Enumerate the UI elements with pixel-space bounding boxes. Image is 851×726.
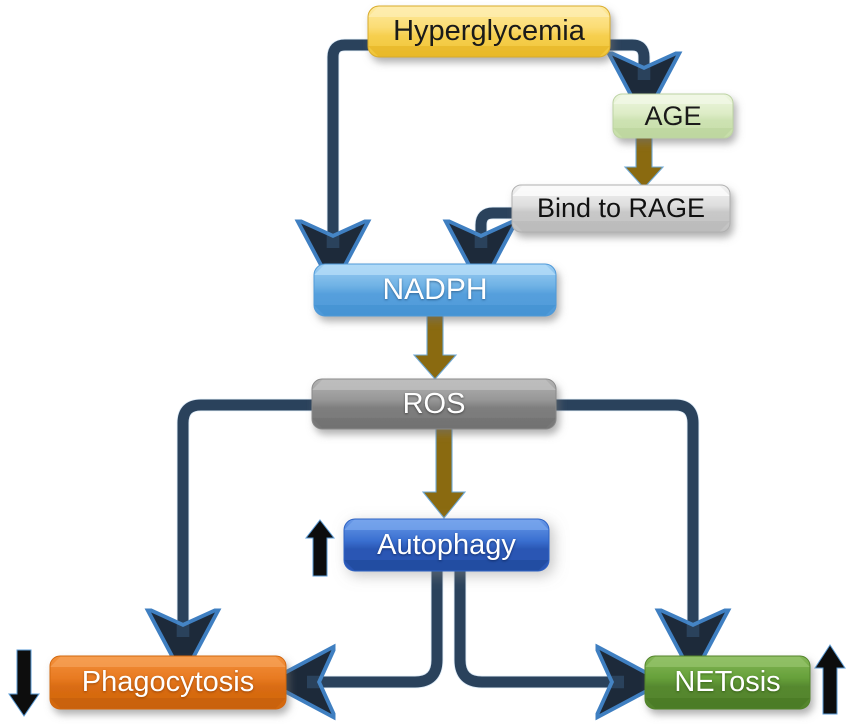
node-hyperglycemia[interactable] — [367, 5, 611, 58]
edge-ros-to-phagocytosis — [183, 399, 316, 637]
phagocytosis-down-indicator-icon — [8, 649, 40, 717]
edge-hyperglycemia-to-nadph — [333, 39, 372, 248]
node-shapes — [49, 5, 811, 710]
node-phagocytosis[interactable] — [49, 655, 287, 710]
autophagy-up-indicator-icon — [304, 519, 336, 577]
edge-hyperglycemia-to-age — [606, 39, 644, 80]
node-autophagy[interactable] — [343, 518, 550, 572]
edge-bind-to-rage-to-nadph — [481, 207, 516, 248]
indicator-arrows — [8, 519, 846, 717]
node-ros[interactable] — [311, 378, 557, 430]
node-nadph[interactable] — [313, 263, 557, 317]
connector-highlight — [176, 38, 700, 689]
brown-arrows — [412, 135, 665, 519]
arrow-ros-to-autophagy — [421, 426, 467, 519]
edge-autophagy-to-netosis — [454, 567, 624, 682]
arrow-nadph-to-ros — [412, 313, 458, 380]
edge-autophagy-to-phagocytosis — [307, 567, 443, 682]
netosis-up-indicator-icon — [814, 644, 846, 715]
node-netosis[interactable] — [644, 655, 811, 710]
arrow-age-to-bind-to-rage — [623, 135, 665, 189]
node-age[interactable] — [612, 93, 734, 139]
node-bind-to-rage[interactable] — [511, 184, 731, 233]
edge-ros-to-netosis — [552, 399, 693, 637]
